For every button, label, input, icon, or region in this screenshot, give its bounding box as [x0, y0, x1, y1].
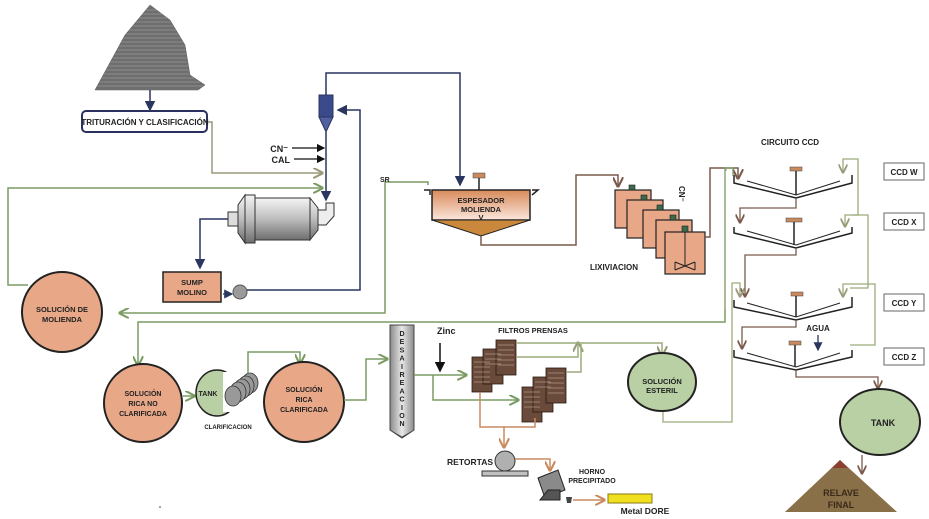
final-tank-label: TANK: [871, 418, 896, 428]
ccd-thickeners: [733, 166, 853, 371]
rica-no-label-3: CLARIFICADA: [119, 411, 167, 418]
desaireacion-letter: O: [399, 413, 405, 420]
ccd-w-label: CCD W: [890, 168, 918, 177]
solucion-esteril[interactable]: SOLUCIÓN ESTERIL: [627, 352, 697, 412]
cal-label: CAL: [272, 155, 291, 165]
solucion-molienda[interactable]: SOLUCIÓN DE MOLIENDA: [21, 271, 103, 353]
solucion-molienda-label-2: MOLIENDA: [42, 315, 83, 324]
espesador-label-1: ESPESADOR: [457, 196, 505, 205]
cn-lixiviacion-label: CN⁻: [677, 186, 686, 202]
desaireacion-letter: A: [399, 388, 404, 395]
sump-label-2: MOLINO: [177, 288, 207, 297]
rica-label-3: CLARIFICADA: [280, 407, 328, 414]
esteril-label-2: ESTERIL: [646, 386, 678, 395]
horno-precipitado[interactable]: HORNO PRECIPITADO: [537, 469, 616, 503]
trituracion-box[interactable]: TRITURACIÓN Y CLASIFICACIÓN: [81, 110, 209, 133]
metal-dore[interactable]: Metal DORE: [607, 493, 670, 516]
ore-mountain-icon: [94, 4, 206, 91]
solucion-rica-no-clarificada[interactable]: SOLUCIÓN RICA NO CLARIFICADA: [103, 363, 183, 443]
desaireacion-letter: R: [399, 372, 404, 379]
sump-label-1: SUMP: [181, 278, 203, 287]
ball-mill: [227, 193, 335, 245]
retortas[interactable]: RETORTAS: [447, 450, 529, 477]
ccd-x-label: CCD X: [892, 218, 918, 227]
lixiviacion-tanks[interactable]: CN⁻ LIXIVIACION: [590, 184, 706, 275]
rica-label-1: SOLUCIÓN: [286, 385, 323, 394]
solucion-rica-clarificada[interactable]: SOLUCIÓN RICA CLARIFICADA: [263, 361, 345, 443]
cn-label: CN⁻: [270, 144, 288, 154]
desaireacion-letter: E: [400, 380, 405, 387]
agua-label: AGUA: [806, 324, 830, 333]
hydrocyclone: [318, 94, 334, 134]
espesador-molienda[interactable]: ESPESADOR MOLIENDA V: [424, 172, 541, 237]
sump-molino[interactable]: SUMP MOLINO: [162, 271, 222, 303]
desaireacion-letter: D: [399, 331, 404, 338]
desaireacion-letter: E: [400, 339, 405, 346]
horno-label-2: PRECIPITADO: [568, 478, 616, 485]
filter-plates: [474, 344, 564, 408]
circuito-ccd-label: CIRCUITO CCD: [761, 138, 819, 147]
ccd-x-tag[interactable]: CCD X: [883, 212, 925, 231]
desaireacion-letter: I: [401, 405, 403, 412]
filtros-prensas[interactable]: [471, 339, 567, 423]
ccd-y-tag[interactable]: CCD Y: [883, 293, 925, 312]
final-tank[interactable]: TANK: [839, 388, 921, 456]
lixiviacion-label: LIXIVIACION: [590, 263, 638, 272]
pump-icon: [232, 284, 248, 300]
sr-label: SR: [380, 177, 390, 184]
relave-final[interactable]: RELAVE FINAL: [785, 460, 897, 512]
ccd-w-tag[interactable]: CCD W: [883, 162, 925, 181]
trituracion-label: TRITURACIÓN Y CLASIFICACIÓN: [81, 118, 208, 127]
metal-dore-label: Metal DORE: [621, 506, 670, 516]
solucion-molienda-label-1: SOLUCIÓN DE: [36, 305, 88, 314]
clarificacion-tank[interactable]: TANK CLARIFICACION: [195, 369, 259, 431]
ccd-y-label: CCD Y: [892, 299, 917, 308]
horno-label-1: HORNO: [579, 469, 606, 476]
filtros-label: FILTROS PRENSAS: [498, 326, 568, 335]
desaireacion-letter: N: [399, 421, 404, 428]
rica-label-2: RICA: [295, 397, 312, 404]
clarificacion-label: CLARIFICACION: [204, 425, 251, 431]
espesador-label-3: V: [478, 213, 483, 222]
ccd-z-tag[interactable]: CCD Z: [883, 347, 925, 366]
tank-clar-label: TANK: [199, 391, 218, 398]
ccd-z-label: CCD Z: [892, 353, 917, 362]
rica-no-label-1: SOLUCIÓN: [125, 389, 162, 398]
desaireacion-letter: A: [399, 356, 404, 363]
desaireacion-letter: S: [400, 347, 405, 354]
desaireacion-letter: I: [401, 364, 403, 371]
relave-label-1: RELAVE: [823, 488, 859, 498]
desaireacion-letter: C: [399, 397, 404, 404]
espesador-label-2: MOLIENDA: [461, 205, 502, 214]
retortas-label: RETORTAS: [447, 457, 493, 467]
zinc-label: Zinc: [437, 326, 456, 336]
esteril-label-1: SOLUCIÓN: [642, 377, 682, 386]
rica-no-label-2: RICA NO: [128, 401, 158, 408]
relave-label-2: FINAL: [828, 500, 855, 510]
